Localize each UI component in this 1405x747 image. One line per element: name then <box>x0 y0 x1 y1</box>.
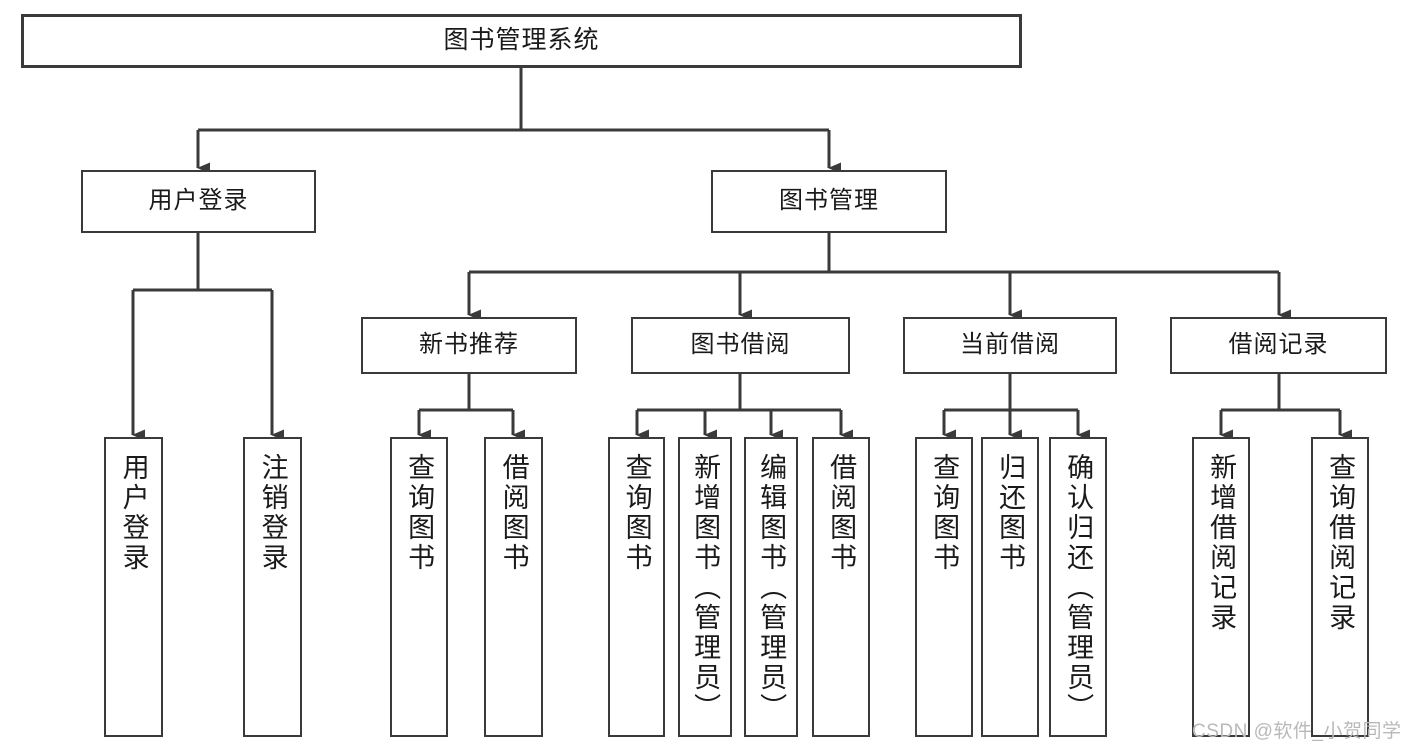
leaf-query-borrow-record-label: 查询借阅记录 <box>1325 453 1356 633</box>
node-new-book-recommend[interactable]: 新书推荐 <box>361 317 577 374</box>
leaf-query-book-recommend-label: 查询图书 <box>404 453 435 573</box>
node-root-label: 图书管理系统 <box>443 26 600 55</box>
leaf-query-borrow-record[interactable]: 查询借阅记录 <box>1311 437 1369 737</box>
leaf-query-book-recommend[interactable]: 查询图书 <box>390 437 448 737</box>
node-book-management-label: 图书管理 <box>779 187 879 215</box>
leaf-query-book-borrow[interactable]: 查询图书 <box>608 437 665 737</box>
node-current-borrow-label: 当前借阅 <box>960 331 1060 359</box>
leaf-confirm-return-admin[interactable]: 确认归还（管理员） <box>1049 437 1107 737</box>
leaf-user-login[interactable]: 用户登录 <box>104 437 163 737</box>
node-book-borrow-label: 图书借阅 <box>690 331 791 359</box>
node-current-borrow[interactable]: 当前借阅 <box>903 317 1117 374</box>
leaf-borrow-book-label: 借阅图书 <box>826 453 857 573</box>
node-user-login-label: 用户登录 <box>148 187 249 215</box>
leaf-borrow-book-recommend[interactable]: 借阅图书 <box>484 437 543 737</box>
leaf-confirm-return-admin-label: 确认归还（管理员） <box>1063 453 1094 723</box>
leaf-logout[interactable]: 注销登录 <box>243 437 302 737</box>
leaf-user-login-label: 用户登录 <box>118 453 149 573</box>
leaf-add-borrow-record-label: 新增借阅记录 <box>1206 453 1237 633</box>
leaf-return-book[interactable]: 归还图书 <box>981 437 1039 737</box>
leaf-add-book-admin-label: 新增图书（管理员） <box>690 453 721 723</box>
leaf-borrow-book[interactable]: 借阅图书 <box>812 437 870 737</box>
leaf-borrow-book-recommend-label: 借阅图书 <box>498 453 529 573</box>
node-borrow-records[interactable]: 借阅记录 <box>1170 317 1387 374</box>
node-user-login[interactable]: 用户登录 <box>81 170 316 233</box>
node-root[interactable]: 图书管理系统 <box>21 14 1022 68</box>
node-book-borrow[interactable]: 图书借阅 <box>631 317 850 374</box>
leaf-edit-book-admin[interactable]: 编辑图书（管理员） <box>744 437 798 737</box>
leaf-query-book-borrow-label: 查询图书 <box>621 453 652 573</box>
node-new-book-recommend-label: 新书推荐 <box>419 331 519 359</box>
leaf-logout-label: 注销登录 <box>257 453 288 573</box>
leaf-add-book-admin[interactable]: 新增图书（管理员） <box>678 437 732 737</box>
node-book-management[interactable]: 图书管理 <box>711 170 947 233</box>
leaf-query-book-current[interactable]: 查询图书 <box>915 437 973 737</box>
leaf-edit-book-admin-label: 编辑图书（管理员） <box>756 453 787 723</box>
leaf-query-book-current-label: 查询图书 <box>929 453 960 573</box>
leaf-return-book-label: 归还图书 <box>995 453 1026 573</box>
leaf-add-borrow-record[interactable]: 新增借阅记录 <box>1192 437 1250 737</box>
node-borrow-records-label: 借阅记录 <box>1228 331 1329 359</box>
